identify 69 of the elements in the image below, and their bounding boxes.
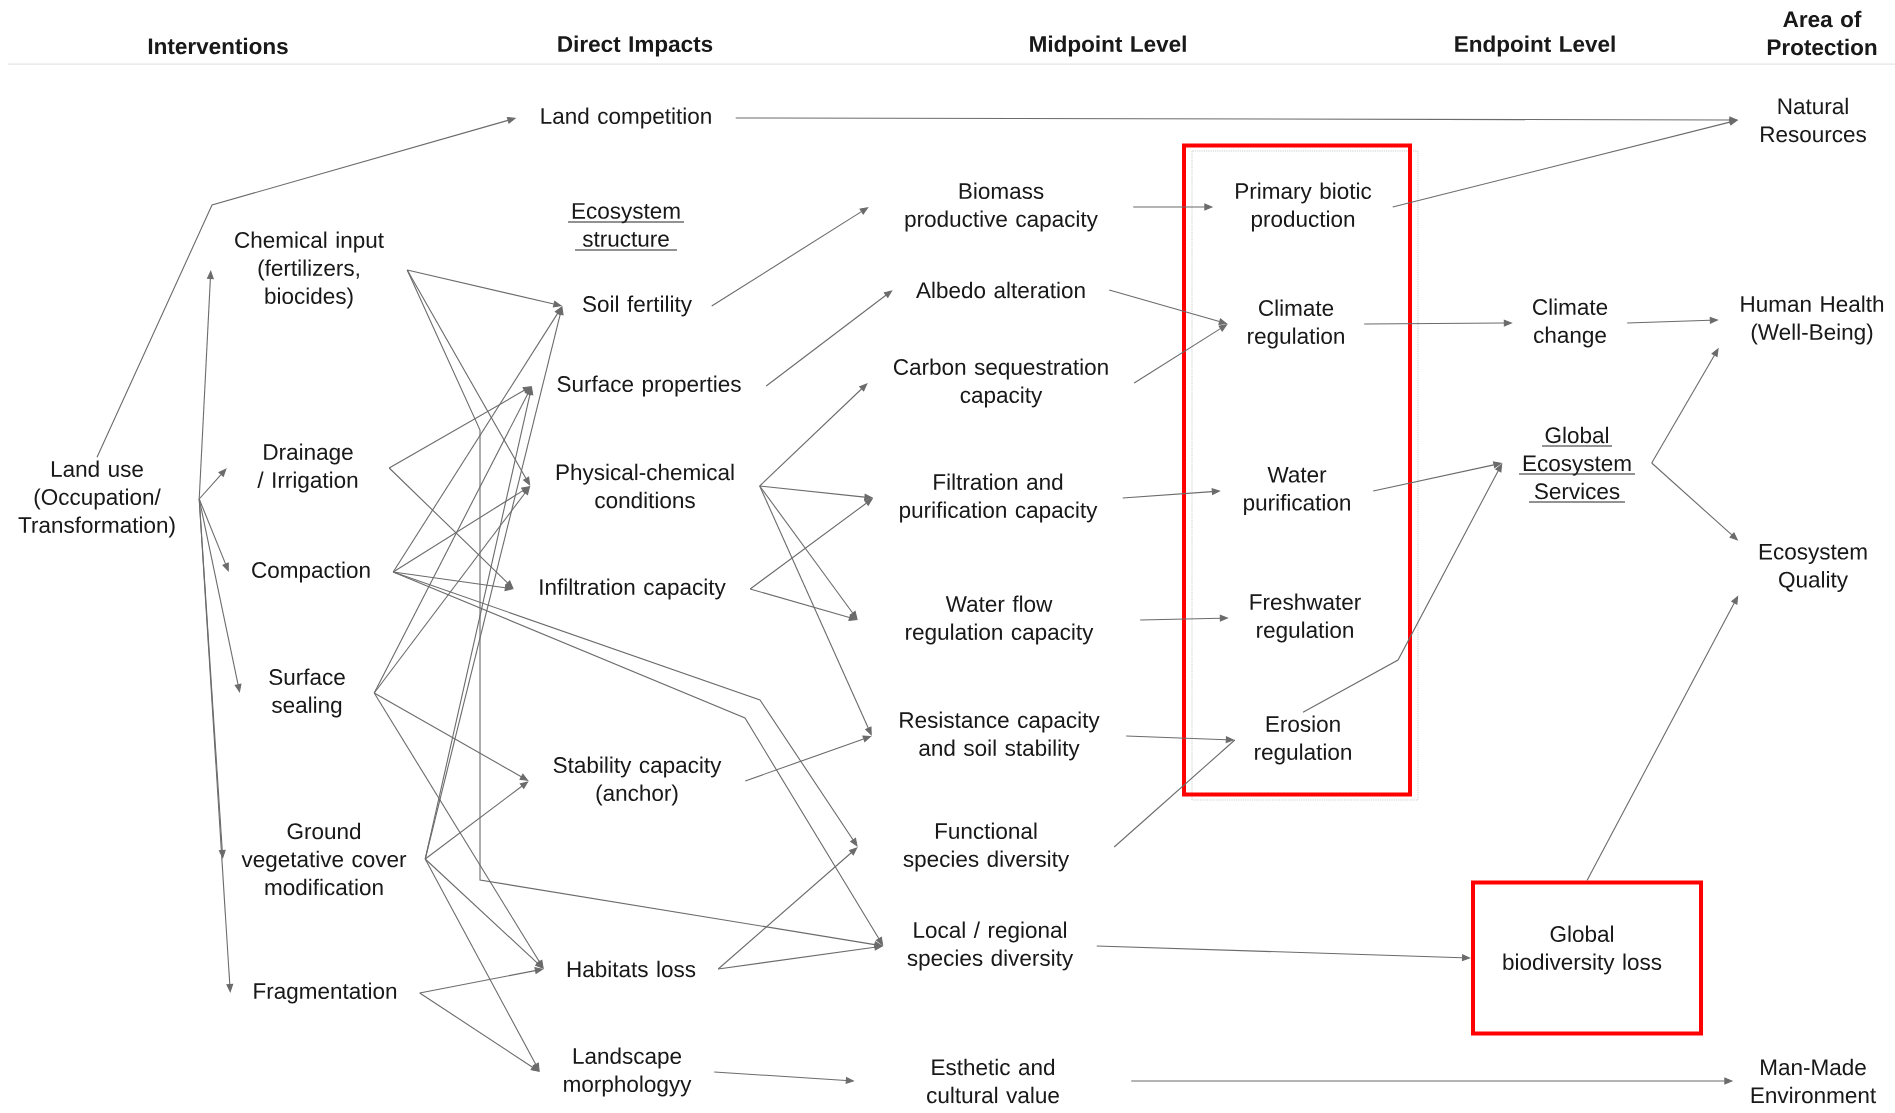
node-text: Biomass productive capacity bbox=[905, 182, 1098, 232]
arrow bbox=[424, 858, 544, 969]
arrow bbox=[1096, 945, 1471, 962]
node-text: Surface sealing bbox=[269, 668, 345, 718]
node-text: Global biodiversity loss bbox=[1503, 925, 1662, 975]
node-text: Infiltration capacity bbox=[540, 578, 726, 600]
node-text: Carbon sequestration capacity bbox=[893, 358, 1108, 408]
node-text: Fragmentation bbox=[254, 982, 397, 1004]
arrow bbox=[392, 571, 884, 946]
node-text: Erosion regulation bbox=[1255, 715, 1351, 765]
arrow bbox=[765, 290, 893, 387]
node-text: Man-Made Environment bbox=[1751, 1058, 1876, 1104]
arrow bbox=[198, 498, 229, 572]
arrow bbox=[373, 692, 544, 969]
node-text: Resistance capacity and soil stability bbox=[900, 711, 1100, 761]
node-text: Chemical input (fertilizers, biocides) bbox=[235, 231, 384, 309]
arrow bbox=[373, 386, 532, 694]
node-text: Water flow regulation capacity bbox=[906, 595, 1094, 645]
arrow bbox=[424, 858, 540, 1072]
arrow bbox=[373, 692, 529, 781]
column-heading: Endpoint Level bbox=[1455, 35, 1615, 57]
node-text: Land competition bbox=[541, 107, 711, 129]
node-text: Land use (Occupation/ Transformation) bbox=[18, 460, 175, 538]
node-text: Habitats loss bbox=[567, 960, 696, 978]
arrow bbox=[198, 468, 227, 500]
highlight-box bbox=[1182, 143, 1419, 801]
arrow bbox=[424, 781, 529, 860]
arrow bbox=[388, 467, 514, 589]
arrow bbox=[1133, 324, 1228, 384]
node-text: Freshwater regulation bbox=[1250, 593, 1361, 643]
node-text: Landscape morphologyy bbox=[564, 1047, 692, 1097]
group-heading: Ecosystem structure bbox=[567, 203, 685, 251]
node-text: Physical-chemical conditions bbox=[556, 463, 734, 509]
node-text: Filtration and purification capacity bbox=[900, 473, 1098, 523]
node-text: Esthetic and cultural value bbox=[927, 1058, 1059, 1104]
node-text: Human Health (Well-Being) bbox=[1741, 295, 1884, 345]
arrow bbox=[419, 992, 540, 1072]
node-text: Surface properties bbox=[557, 375, 741, 397]
node-text: Stability capacity (anchor) bbox=[553, 756, 722, 806]
node-text: Ecosystem Quality bbox=[1759, 543, 1867, 593]
node-text: Functional species diversity bbox=[903, 822, 1070, 872]
arrow bbox=[198, 270, 214, 500]
node-text: Natural Resources bbox=[1761, 97, 1866, 143]
column-heading: Direct Impacts bbox=[558, 35, 713, 57]
arrow bbox=[392, 306, 563, 573]
node-text: Soil fertility bbox=[583, 295, 692, 317]
arrow bbox=[759, 485, 872, 736]
arrow bbox=[711, 207, 869, 307]
arrow bbox=[198, 498, 234, 993]
column-heading: Area of Protection bbox=[1767, 10, 1877, 56]
arrow bbox=[424, 386, 534, 860]
node-text: Water purification bbox=[1244, 466, 1350, 516]
node-text: Ground vegetative cover modification bbox=[241, 822, 407, 896]
node-text: Climate regulation bbox=[1248, 299, 1344, 349]
node-text: Albedo alteration bbox=[916, 281, 1085, 299]
node-text: Drainage / Irrigation bbox=[257, 443, 358, 493]
arrow bbox=[1302, 463, 1503, 713]
highlight-box bbox=[1471, 880, 1703, 1036]
node-text: Primary biotic production bbox=[1236, 182, 1372, 232]
node-text: Global Ecosystem Services bbox=[1518, 426, 1636, 503]
arrow bbox=[759, 383, 868, 487]
arrow bbox=[388, 386, 532, 469]
column-heading: Midpoint Level bbox=[1030, 35, 1186, 57]
arrow bbox=[717, 847, 858, 970]
node-text: Local / regional species diversity bbox=[907, 921, 1074, 971]
column-heading: Interventions bbox=[148, 37, 288, 55]
node-text: Compaction bbox=[252, 561, 370, 583]
node-text: Climate change bbox=[1533, 298, 1608, 348]
arrow bbox=[759, 485, 858, 620]
